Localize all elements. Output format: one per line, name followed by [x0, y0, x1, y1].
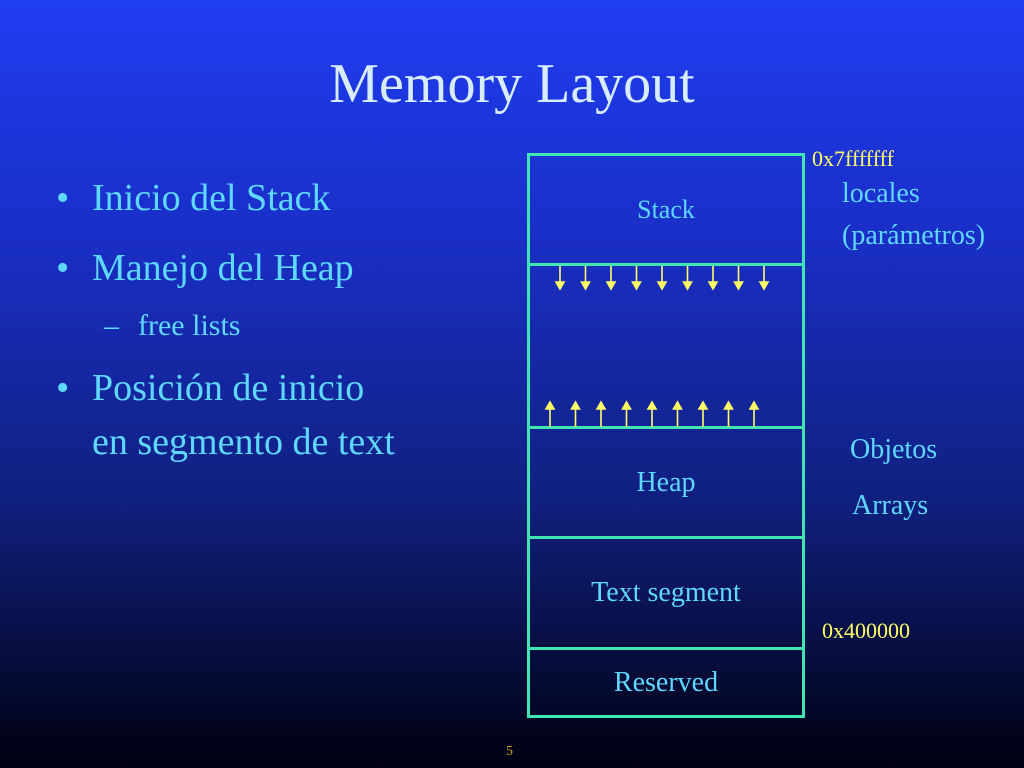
bullet-text: Inicio del Stack	[92, 177, 331, 219]
bullet-item-continued: en segmento de text	[56, 416, 395, 468]
bullet-text: Manejo del Heap	[92, 247, 354, 289]
bullet-text: Posición de inicio	[92, 367, 365, 409]
page-number: 5	[506, 744, 513, 759]
heap-growth-arrows	[544, 400, 776, 427]
reserved-segment: Reserved	[527, 647, 805, 718]
bullet-item: • Posición de inicio	[56, 362, 364, 414]
up-arrows-icon	[544, 400, 760, 427]
stack-note-locales: locales	[842, 178, 920, 209]
heap-note-objetos: Objetos	[850, 434, 938, 465]
bullet-dot-icon: •	[56, 177, 70, 219]
bullet-text: en segmento de text	[92, 421, 395, 463]
top-address-label: 0x7fffffff	[812, 146, 894, 171]
stack-growth-arrows	[546, 266, 776, 292]
bullet-dot-icon: •	[56, 367, 70, 409]
bullet-item: • Manejo del Heap	[56, 242, 354, 294]
bullet-item: • Inicio del Stack	[56, 172, 330, 224]
stack-segment: Stack	[527, 153, 805, 266]
heap-segment: Heap	[527, 426, 805, 539]
bullet-dot-icon: •	[56, 247, 70, 289]
heap-note-arrays: Arrays	[852, 490, 929, 521]
sub-bullet-item: – free lists	[104, 306, 240, 346]
text-start-address-label: 0x400000	[822, 618, 910, 643]
down-arrows-icon	[554, 266, 770, 291]
text-segment: Text segment	[527, 536, 805, 650]
reserved-label: Reserved	[613, 666, 719, 698]
dash-icon: –	[104, 309, 119, 342]
text-segment-label: Text segment	[591, 577, 741, 608]
stack-note-parametros: (parámetros)	[842, 220, 986, 251]
stack-label: Stack	[637, 194, 695, 224]
heap-label: Heap	[636, 466, 696, 498]
slide-title: Memory Layout	[329, 53, 695, 115]
sub-bullet-text: free lists	[138, 309, 241, 342]
